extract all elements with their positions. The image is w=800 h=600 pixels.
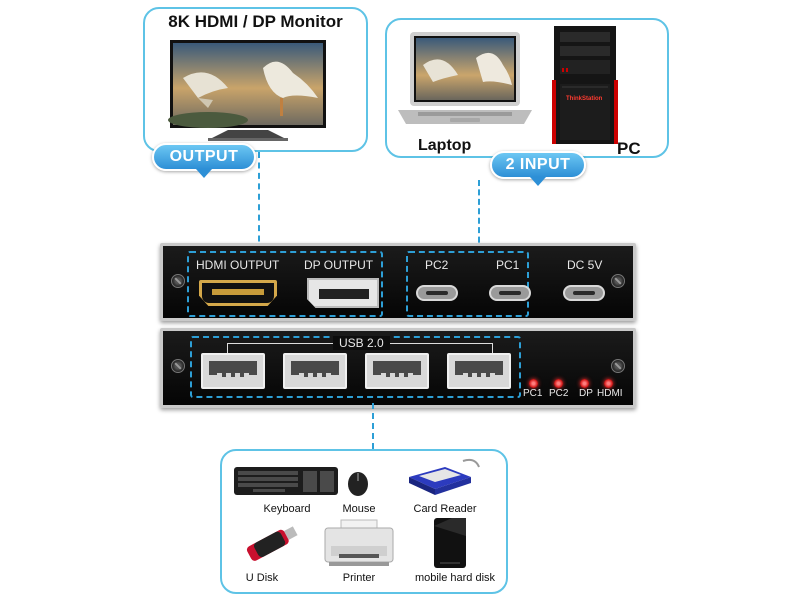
led-dp-label: DP — [579, 388, 593, 399]
output-connector-line — [258, 152, 260, 252]
printer-label: Printer — [342, 572, 376, 584]
monitor-image — [168, 38, 328, 142]
pc-tower-image: ThinkStation — [552, 24, 618, 148]
screw-right-icon — [611, 274, 625, 288]
led-pc2-icon — [554, 379, 563, 388]
card-reader-icon — [405, 455, 485, 499]
usb-connector-line — [372, 403, 374, 449]
led-pc1-icon — [529, 379, 538, 388]
led-hdmi-label: HDMI — [597, 388, 623, 399]
tower-brand-text: ThinkStation — [566, 96, 603, 102]
rear-panel: HDMI OUTPUT DP OUTPUT PC2 PC1 DC 5V — [160, 243, 636, 321]
dp-output-port — [307, 278, 379, 308]
screw-right-front-icon — [611, 359, 625, 373]
usb-port-1 — [201, 353, 265, 389]
mouse-icon — [347, 471, 369, 497]
dc-port-label: DC 5V — [567, 258, 603, 272]
usb-port-2 — [283, 353, 347, 389]
monitor-title: 8K HDMI / DP Monitor — [168, 12, 343, 31]
output-tag-label: OUTPUT — [169, 148, 239, 165]
dp-output-label: DP OUTPUT — [304, 258, 374, 272]
hard-disk-label: mobile hard disk — [414, 572, 496, 584]
input-tag: 2 INPUT — [490, 151, 586, 186]
laptop-image — [398, 30, 532, 138]
led-pc2-label: PC2 — [549, 388, 569, 399]
pc2-usbc-port — [416, 285, 458, 301]
led-dp-icon — [580, 379, 589, 388]
front-panel: USB 2.0 — [160, 328, 636, 408]
pc1-usbc-port — [489, 285, 531, 301]
usb-label: USB 2.0 — [333, 336, 390, 350]
output-ports-group — [187, 251, 383, 317]
hdmi-output-label: HDMI OUTPUT — [196, 258, 280, 272]
screw-left-icon — [171, 274, 185, 288]
input-connector-line — [478, 180, 480, 252]
hdmi-output-port — [199, 280, 277, 306]
input-tag-arrow-icon — [530, 177, 546, 186]
input-tag-label: 2 INPUT — [505, 156, 571, 173]
keyboard-icon — [233, 465, 339, 497]
laptop-label: Laptop — [418, 137, 472, 154]
mouse-label: Mouse — [342, 503, 376, 515]
usb-port-3 — [365, 353, 429, 389]
u-disk-label: U Disk — [245, 572, 279, 584]
output-tag-arrow-icon — [196, 169, 212, 178]
dc-usbc-port — [563, 285, 605, 301]
keyboard-label: Keyboard — [263, 503, 311, 515]
pc2-port-label: PC2 — [425, 258, 449, 272]
pc-label: PC — [617, 139, 641, 158]
printer-icon — [321, 518, 397, 570]
u-disk-icon — [240, 518, 300, 568]
output-tag: OUTPUT — [152, 143, 256, 178]
led-hdmi-icon — [604, 379, 613, 388]
usb-port-4 — [447, 353, 511, 389]
hard-disk-icon — [432, 516, 468, 570]
card-reader-label: Card Reader — [413, 503, 477, 515]
input-ports-group — [406, 251, 529, 317]
input-pc-frame — [385, 18, 669, 158]
screw-left-front-icon — [171, 359, 185, 373]
pc1-port-label: PC1 — [496, 258, 520, 272]
led-pc1-label: PC1 — [523, 388, 543, 399]
